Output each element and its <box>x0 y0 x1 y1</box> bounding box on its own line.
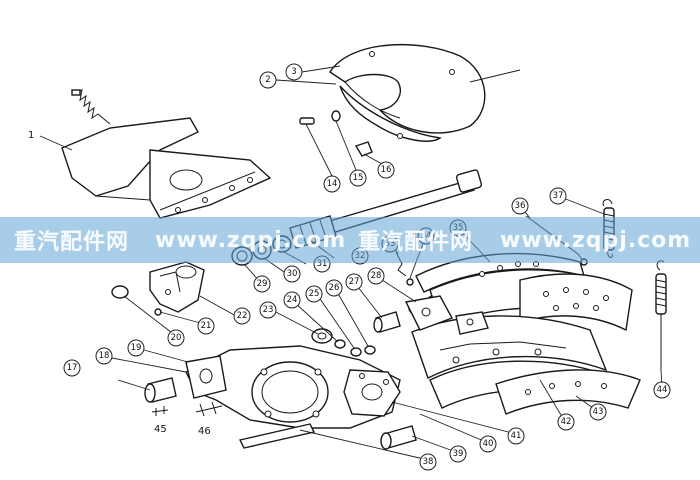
svg-text:37: 37 <box>553 191 564 201</box>
watermark-banner: 重汽配件网 www.zqpj.com 重汽配件网 www.zqpj.com <box>0 217 700 263</box>
callout-28: 28 <box>367 267 385 285</box>
callout-37: 37 <box>549 187 567 205</box>
svg-text:36: 36 <box>515 201 526 211</box>
svg-text:41: 41 <box>511 431 522 441</box>
callout-29: 29 <box>253 275 271 293</box>
small-bushing <box>354 141 373 157</box>
watermark-url: www.zqpj.com <box>155 227 347 253</box>
shoe-web-plate <box>404 295 489 335</box>
callout-26: 26 <box>325 279 343 297</box>
svg-text:38: 38 <box>423 457 434 467</box>
svg-text:27: 27 <box>349 277 360 287</box>
dust-shield <box>329 43 521 142</box>
fastener-45 <box>151 406 169 416</box>
return-spring-44 <box>655 260 667 370</box>
callout-39: 39 <box>449 445 467 463</box>
pin-34 <box>406 278 414 286</box>
svg-text:23: 23 <box>263 305 274 315</box>
svg-text:44: 44 <box>657 385 668 395</box>
lining-lower <box>495 369 641 415</box>
support-bracket <box>61 117 272 219</box>
svg-text:31: 31 <box>317 259 328 269</box>
lining-upper <box>519 273 633 332</box>
callout-23: 23 <box>259 301 277 319</box>
adjusting-spring <box>71 88 111 125</box>
retaining-clip <box>111 285 129 299</box>
callout-43: 43 <box>589 403 607 421</box>
anchor-pin <box>238 423 316 449</box>
svg-text:20: 20 <box>171 333 182 343</box>
svg-text:46: 46 <box>198 426 211 437</box>
callout-21: 21 <box>197 317 215 335</box>
svg-text:28: 28 <box>371 271 382 281</box>
svg-text:3: 3 <box>291 67 296 77</box>
callout-27: 27 <box>345 273 363 291</box>
watermark-brand: 重汽配件网 <box>14 230 130 255</box>
callout-15: 15 <box>349 169 367 187</box>
svg-text:1: 1 <box>28 130 34 141</box>
svg-text:18: 18 <box>99 351 110 361</box>
callout-42: 42 <box>557 413 575 431</box>
rivet-pin <box>299 117 315 125</box>
callout-18: 18 <box>95 347 113 365</box>
callout-30: 30 <box>283 265 301 283</box>
svg-text:15: 15 <box>353 173 364 183</box>
mounting-plate <box>185 355 227 399</box>
callout-36: 36 <box>511 197 529 215</box>
callout-17: 17 <box>63 359 81 377</box>
roller-39 <box>380 425 417 450</box>
adjuster-bracket <box>149 261 205 313</box>
svg-text:42: 42 <box>561 417 572 427</box>
svg-text:22: 22 <box>237 311 248 321</box>
fastener-46 <box>195 401 223 417</box>
svg-text:25: 25 <box>309 289 320 299</box>
svg-text:43: 43 <box>593 407 604 417</box>
callout-2: 2 <box>259 71 277 89</box>
svg-text:45: 45 <box>154 424 167 435</box>
svg-text:14: 14 <box>327 179 338 189</box>
callout-40: 40 <box>479 435 497 453</box>
svg-text:40: 40 <box>483 439 494 449</box>
callout-41: 41 <box>507 427 525 445</box>
small-washer <box>331 110 341 122</box>
cam-bushing-23 <box>311 328 333 344</box>
watermark-url: www.zqpj.com <box>500 227 692 253</box>
svg-text:19: 19 <box>131 343 142 353</box>
callout-3: 3 <box>285 63 303 81</box>
callout-44: 44 <box>653 381 671 399</box>
watermark-brand: 重汽配件网 <box>358 230 474 255</box>
callout-25: 25 <box>305 285 323 303</box>
callout-46: 46 <box>198 426 211 437</box>
svg-text:26: 26 <box>329 283 340 293</box>
svg-text:21: 21 <box>201 321 212 331</box>
svg-text:24: 24 <box>287 295 298 305</box>
spacer-25 <box>350 347 362 357</box>
bushing-17 <box>144 377 177 403</box>
callout-14: 14 <box>323 175 341 193</box>
callout-19: 19 <box>127 339 145 357</box>
callout-1: 1 <box>28 130 34 141</box>
callout-38: 38 <box>419 453 437 471</box>
svg-text:29: 29 <box>257 279 268 289</box>
svg-text:39: 39 <box>453 449 464 459</box>
brake-spider <box>185 345 401 429</box>
washer-26 <box>364 345 376 355</box>
roller-pin-27 <box>373 311 401 333</box>
svg-text:2: 2 <box>265 75 270 85</box>
callout-16: 16 <box>377 161 395 179</box>
svg-text:16: 16 <box>381 165 392 175</box>
svg-text:30: 30 <box>287 269 298 279</box>
callout-45: 45 <box>154 424 167 435</box>
callout-20: 20 <box>167 329 185 347</box>
svg-text:17: 17 <box>67 363 78 373</box>
callout-24: 24 <box>283 291 301 309</box>
callout-22: 22 <box>233 307 251 325</box>
